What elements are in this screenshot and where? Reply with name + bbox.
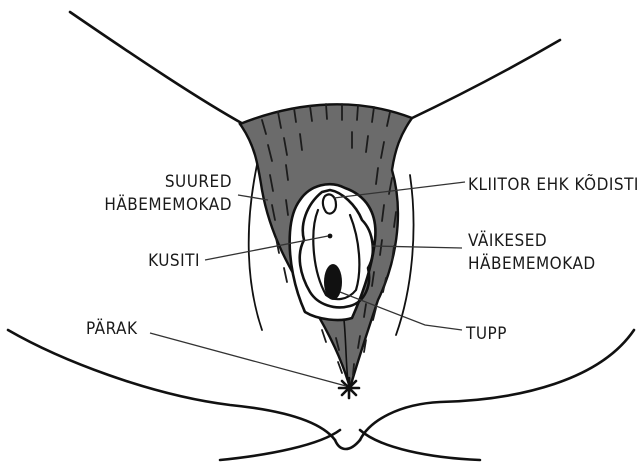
label-vaikesed-line2: HÄBEMEMOKAD [468, 253, 596, 274]
label-suured-line2: HÄBEMEMOKAD [104, 194, 232, 215]
label-vaikesed-line1: VÄIKESED [468, 230, 547, 251]
label-parak: PÄRAK [86, 318, 138, 339]
anus-mark [339, 378, 359, 398]
clitoris-shape [323, 194, 336, 213]
urethra-dot [328, 234, 333, 239]
vulva-inner [290, 184, 376, 382]
vaginal-opening [324, 264, 342, 300]
leader-parak [150, 333, 346, 386]
label-tupp: TUPP [465, 324, 507, 344]
label-kusiti: KUSITI [148, 251, 200, 271]
label-suured-line1: SUURED [165, 172, 232, 192]
label-kliitor: KLIITOR EHK KÕDISTI [468, 173, 639, 195]
